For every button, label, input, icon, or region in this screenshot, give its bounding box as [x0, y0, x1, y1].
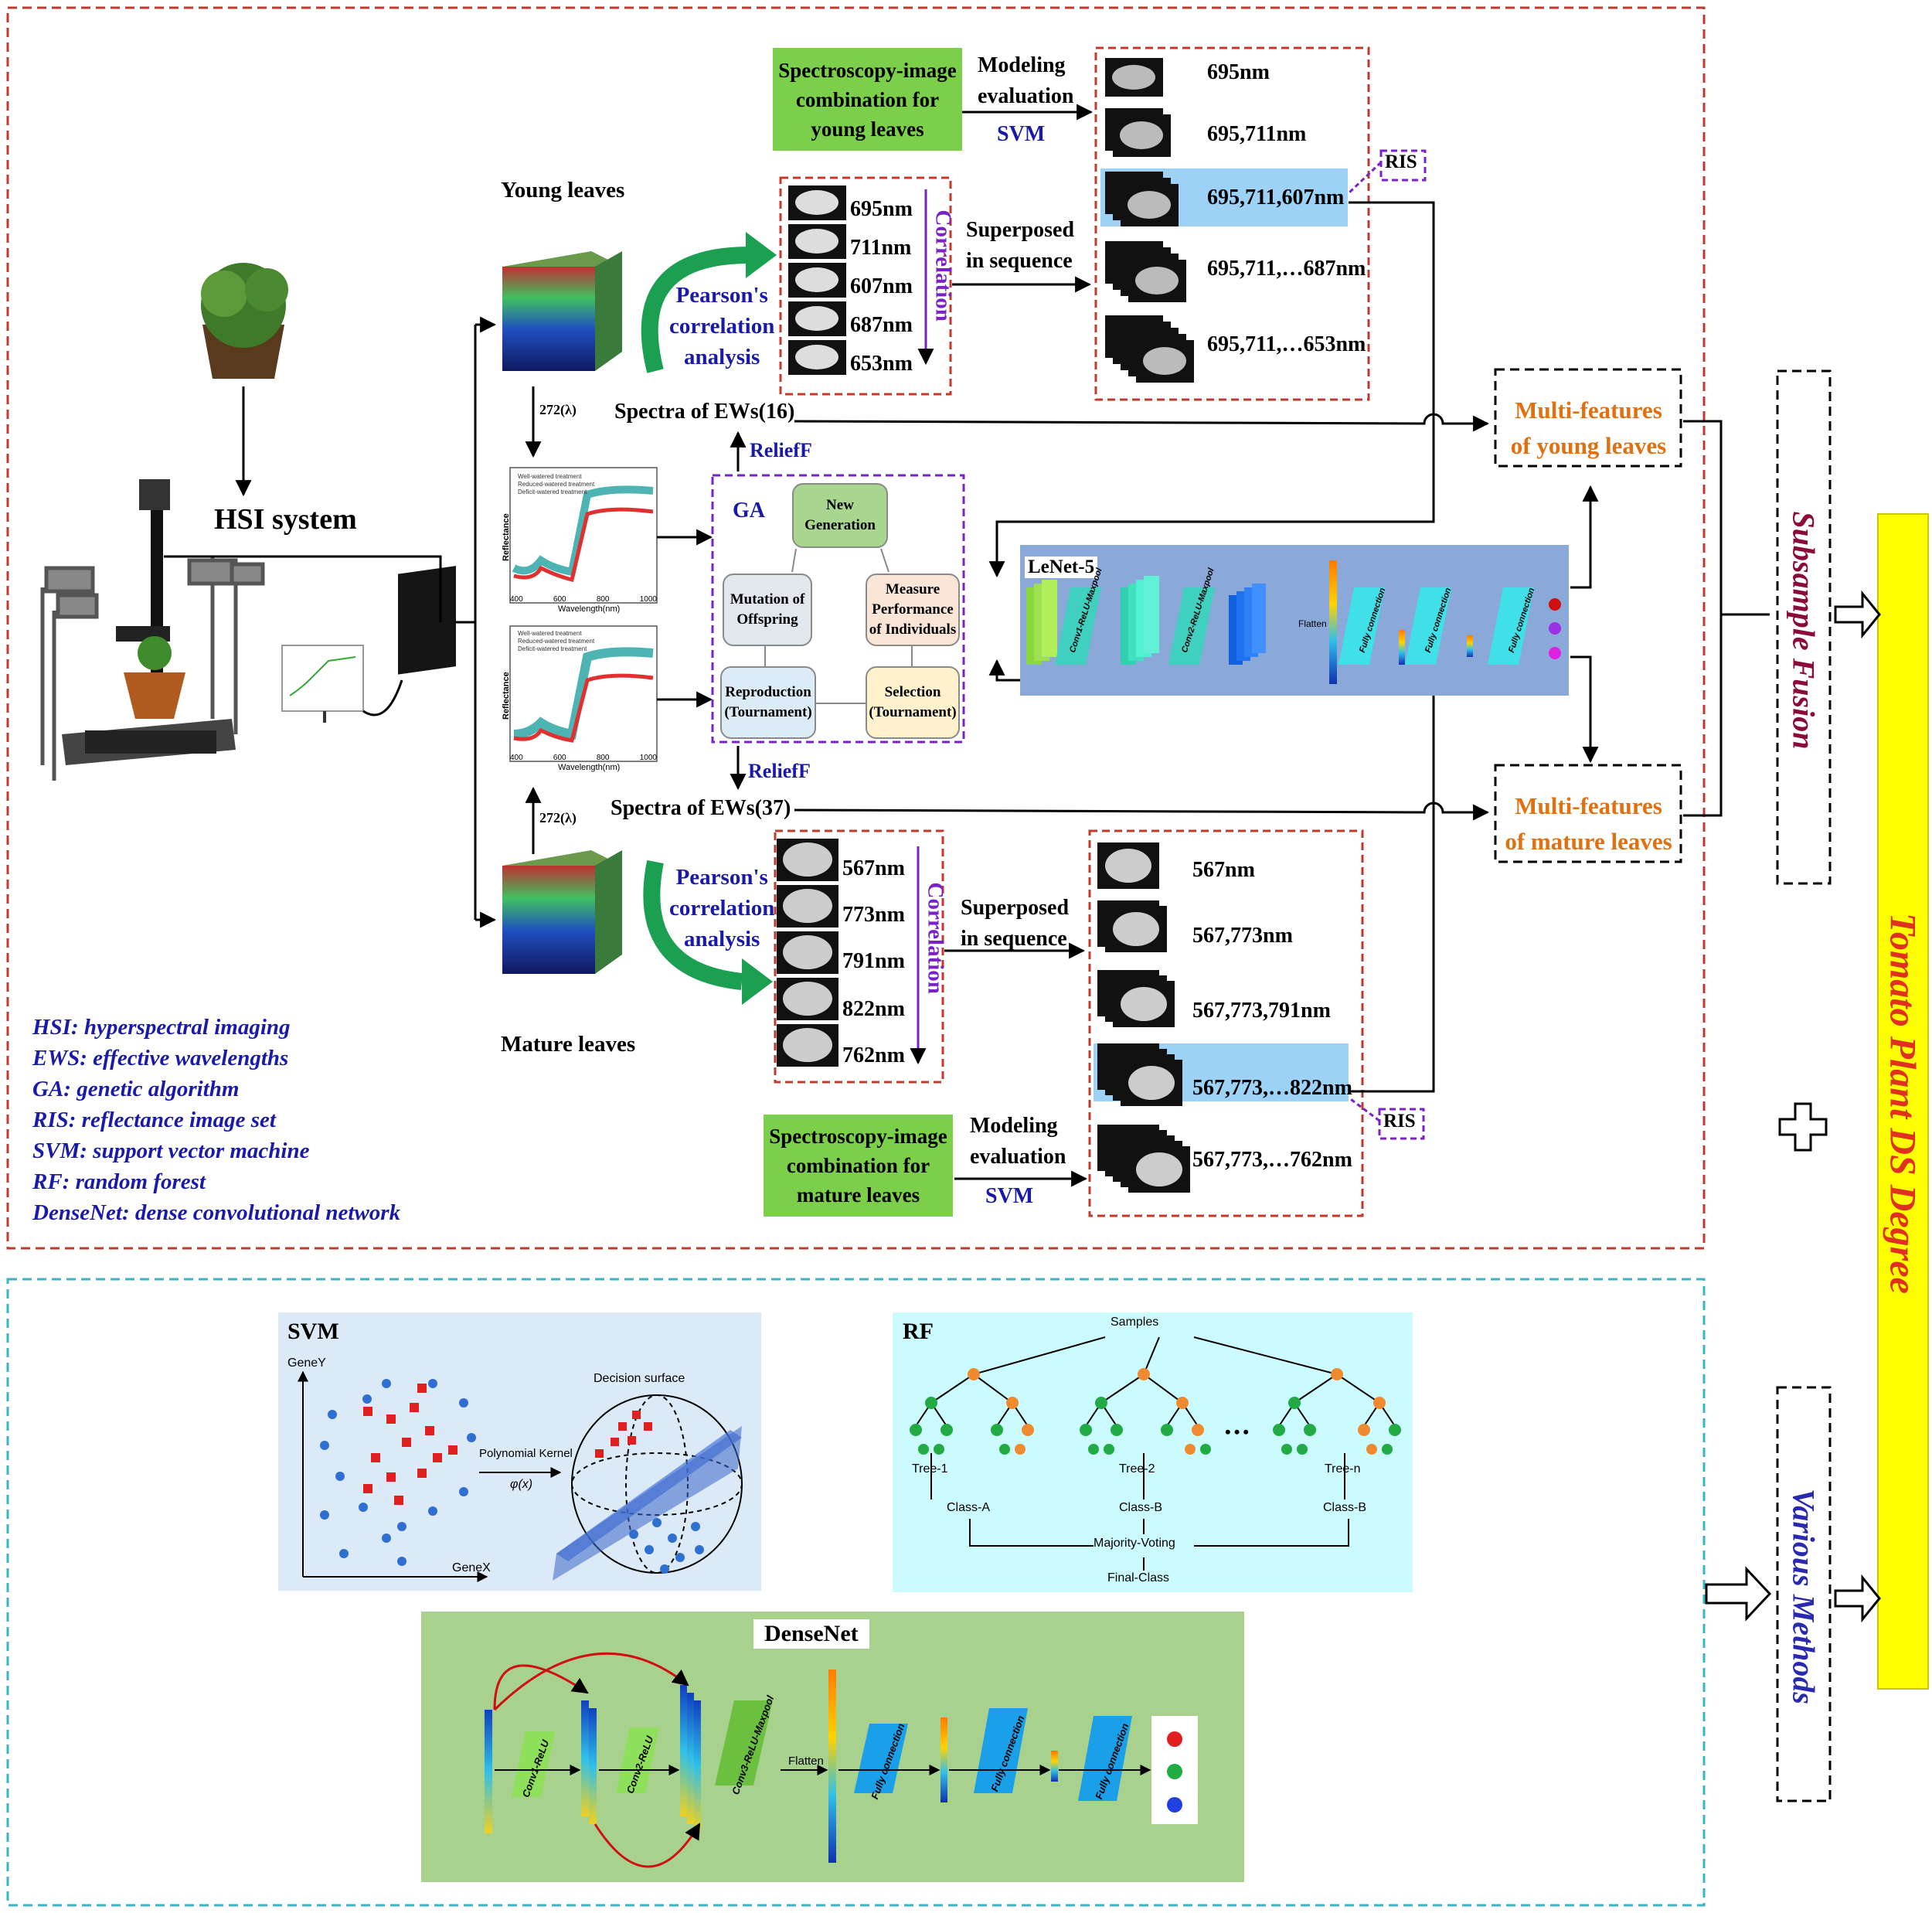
svm-kernel-label: Polynomial Kernel: [479, 1447, 573, 1460]
ris-label-young: RIS: [1385, 151, 1417, 172]
various-methods-label: Various Methods: [1786, 1489, 1821, 1704]
lenet-flatten: Flatten: [1298, 618, 1327, 629]
rf-tree-nodes: [910, 1368, 1401, 1455]
rf-panel-title: RF: [903, 1319, 934, 1344]
correlation-mature: Correlation: [923, 882, 948, 994]
densenet-title: DenseNet: [753, 1619, 869, 1649]
rf-final-class: Final-Class: [1107, 1571, 1170, 1585]
tomato-plant-photo: [201, 263, 288, 379]
spectra-mature-label: Spectra of EWs(37): [611, 796, 791, 820]
rf-ellipsis: •••: [1225, 1422, 1253, 1442]
correlation-young: Correlation: [930, 209, 956, 322]
svm-blue-points: [320, 1379, 476, 1566]
svm-young-label: SVM: [997, 122, 1046, 146]
spectra-young-label: Spectra of EWs(16): [614, 400, 795, 424]
rf-voting: Majority-Voting: [1094, 1537, 1175, 1550]
mature-leaves-label: Mature leaves: [501, 1032, 636, 1057]
spectra-plot-young: [509, 467, 658, 604]
plus-sign: [1778, 1102, 1828, 1152]
mature-leaves-cube: [502, 850, 622, 974]
svm-panel-title: SVM: [287, 1319, 339, 1344]
rf-tree-1: Tree-1: [912, 1462, 948, 1476]
mature-wavelengths-box: [774, 829, 944, 1084]
ga-box: [711, 474, 965, 744]
tomato-title-box: [1877, 513, 1929, 1690]
lenet-title: LeNet-5: [1025, 557, 1098, 578]
young-sets-box: [1094, 46, 1370, 401]
various-methods-box: [1776, 1386, 1832, 1802]
spectra-young-ylabel: Reflectance: [502, 513, 511, 561]
svm-panel: [278, 1312, 761, 1591]
ga-selection: Selection(Tournament): [866, 666, 960, 739]
rf-class-3: Class-B: [1323, 1501, 1367, 1514]
relieff-top: ReliefF: [750, 439, 812, 461]
spectra-plot-mature: [509, 625, 658, 762]
svm-ylabel: GeneY: [287, 1356, 326, 1370]
lenet-layers: [1026, 560, 1561, 684]
tomato-title: Tomato Plant DS Degree: [1882, 913, 1923, 1294]
hsi-rig-illustration: [40, 479, 456, 781]
arrow-to-title-bottom: [1834, 1574, 1881, 1623]
spectra-mature-xlabel: Wavelength(nm): [558, 763, 621, 772]
young-leaves-cube: [502, 251, 622, 371]
svm-decision-label: Decision surface: [594, 1372, 685, 1385]
relieff-bottom: ReliefF: [748, 760, 811, 782]
multi-young-box: [1494, 368, 1682, 468]
bottom-frame: [6, 1278, 1706, 1907]
rf-tree-n: Tree-n: [1325, 1462, 1361, 1476]
spectra-young-xlabel: Wavelength(nm): [558, 604, 621, 614]
densenet-layers: [485, 1670, 1198, 1863]
ga-reproduction: Reproduction(Tournament): [720, 666, 816, 739]
rf-tree-2: Tree-2: [1119, 1462, 1155, 1476]
multi-mature-box: [1494, 764, 1682, 863]
rf-class-2: Class-B: [1119, 1501, 1163, 1514]
svm-phi-label: φ(x): [510, 1478, 533, 1491]
lambda-top: 272(λ): [539, 402, 577, 417]
hsi-system-label: HSI system: [214, 503, 357, 536]
svm-red-points: [363, 1384, 457, 1505]
mature-sets-box: [1088, 829, 1364, 1217]
svm-xlabel: GeneX: [452, 1561, 491, 1574]
svm-mature-label: SVM: [985, 1184, 1034, 1208]
arrow-to-title-top: [1834, 590, 1881, 639]
lenet-panel: [1020, 545, 1569, 696]
spectra-mature-ylabel: Reflectance: [502, 672, 511, 720]
subsample-fusion-label: Subsample Fusion: [1786, 511, 1821, 750]
subsample-fusion-box: [1776, 369, 1832, 885]
rf-class-1: Class-A: [947, 1501, 991, 1514]
young-wavelengths-box: [779, 176, 952, 396]
lambda-bottom: 272(λ): [539, 810, 577, 825]
arrow-to-various: [1705, 1566, 1772, 1622]
densenet-flatten: Flatten: [788, 1755, 824, 1768]
ris-label-mature: RIS: [1383, 1111, 1416, 1132]
ga-label: GA: [733, 499, 765, 523]
young-leaves-label: Young leaves: [501, 178, 625, 203]
rf-samples: Samples: [1111, 1316, 1159, 1329]
